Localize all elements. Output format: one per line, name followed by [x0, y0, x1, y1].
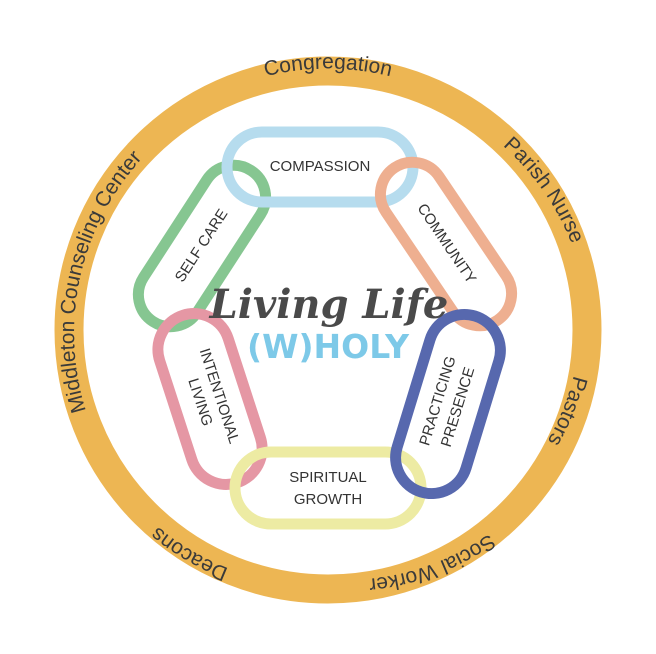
- center-title-living-life: Living Life: [209, 281, 449, 328]
- ring-label-social-worker: Social Worker: [368, 530, 499, 597]
- outer-ring: [54, 56, 602, 604]
- link-label-compassion: COMPASSION: [270, 158, 371, 175]
- link-label-spiritual-line2: GROWTH: [294, 491, 362, 508]
- ring-label-parish-nurse: Parish Nurse: [499, 132, 588, 246]
- ring-label-middleton: Middleton Counseling Center: [56, 146, 146, 416]
- center-title-wholy: (W)HOLY: [247, 327, 410, 366]
- link-label-spiritual-line1: SPIRITUAL: [289, 469, 367, 486]
